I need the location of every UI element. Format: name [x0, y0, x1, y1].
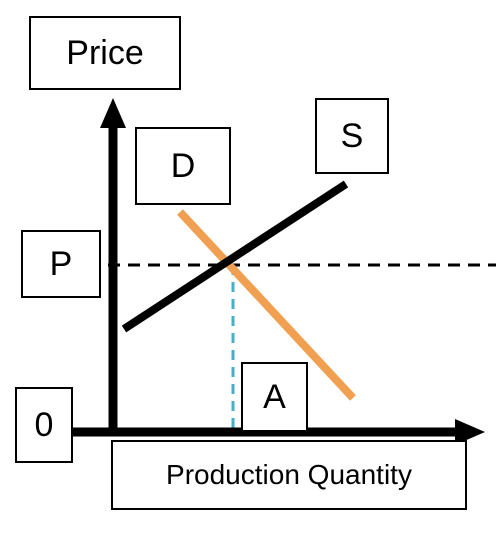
equilibrium-quantity-label: A — [241, 362, 308, 432]
quantity-axis-label-text: Production Quantity — [166, 459, 412, 490]
quantity-axis-arrowhead — [455, 419, 485, 445]
supply-curve-label-text: S — [340, 117, 364, 155]
supply-curve-label: S — [315, 98, 389, 174]
equilibrium-price-label: P — [21, 230, 101, 298]
equilibrium-quantity-label-text: A — [263, 378, 286, 416]
equilibrium-price-label-text: P — [49, 245, 73, 283]
quantity-axis-label: Production Quantity — [111, 440, 467, 510]
demand-curve-line — [177, 209, 356, 401]
demand-curve-label-text: D — [170, 147, 196, 185]
origin-label: 0 — [15, 387, 73, 463]
origin-label-text: 0 — [34, 406, 54, 444]
demand-curve-label: D — [135, 127, 231, 205]
price-axis-label-text: Price — [66, 34, 144, 72]
price-axis-arrowhead — [100, 98, 126, 128]
supply-curve-line — [121, 180, 349, 333]
price-axis-label: Price — [29, 16, 181, 90]
